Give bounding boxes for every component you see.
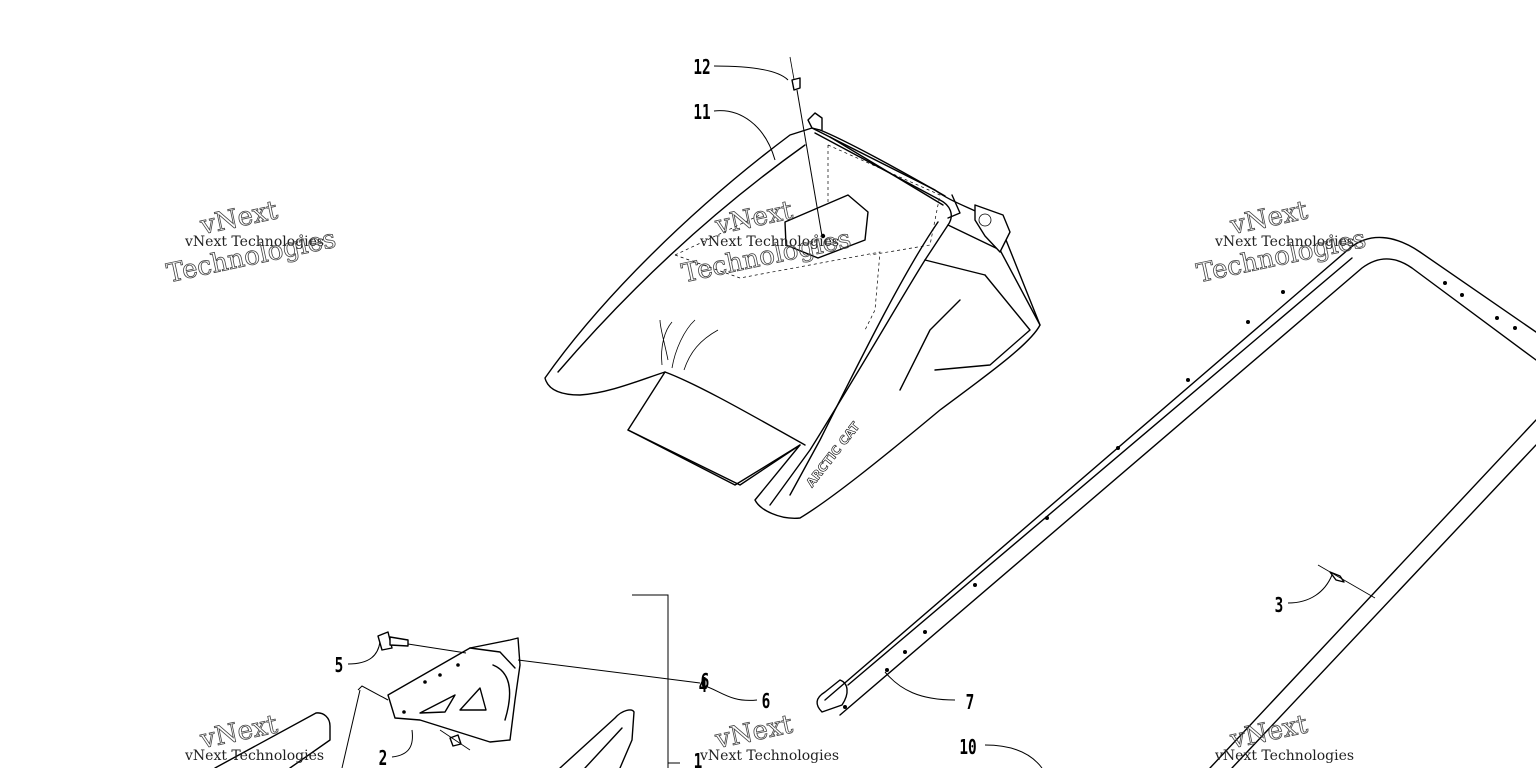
part-3-rivet <box>1317 564 1376 599</box>
watermark-line: vNext Technologies <box>184 748 324 764</box>
callout-5: 5 <box>335 655 344 678</box>
callout-labels: 12 11 3 5 4 6 6 7 10 2 1 <box>335 57 1284 768</box>
callout-4: 4 <box>699 675 708 698</box>
part-11-hood: ARCTIC CAT <box>544 112 1041 519</box>
part-12-screw <box>789 56 823 237</box>
watermark-line: vNext Technologies <box>184 234 324 250</box>
callout-12: 12 <box>693 57 710 80</box>
watermark-left-top: vNext vNext Technologies Technologies <box>164 195 339 290</box>
watermark-line: vNext Technologies <box>1214 234 1354 250</box>
callout-1: 1 <box>694 751 703 768</box>
part-7-rail <box>816 236 1536 768</box>
callout-7: 7 <box>966 692 975 715</box>
watermark-line: vNext Technologies <box>699 748 839 764</box>
watermark-right-top: vNext vNext Technologies Technologies <box>1194 195 1369 290</box>
callout-3: 3 <box>1275 595 1284 618</box>
watermark-line: vNext Technologies <box>1214 748 1354 764</box>
callout-6: 6 <box>762 691 771 714</box>
callout-4-overlap: 6 <box>701 671 710 694</box>
bracket-assembly <box>214 594 701 768</box>
watermark-left-bottom: vNext vNext Technologies <box>184 709 324 764</box>
callout-11: 11 <box>693 102 710 125</box>
watermark-right-bottom: vNext vNext Technologies <box>1214 709 1354 764</box>
watermark-line: vNext Technologies <box>699 234 839 250</box>
callout-leaders <box>347 65 1333 768</box>
callout-10: 10 <box>959 737 976 760</box>
callout-2: 2 <box>379 748 388 768</box>
